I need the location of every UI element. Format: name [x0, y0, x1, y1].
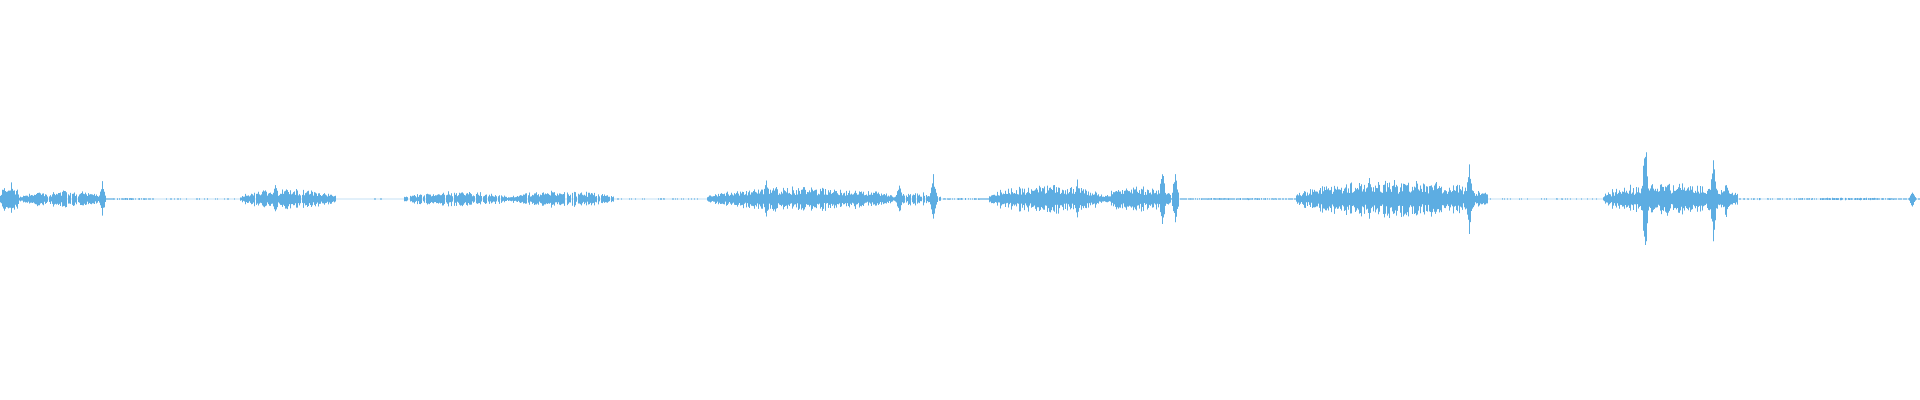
waveform-samples — [0, 152, 1920, 246]
